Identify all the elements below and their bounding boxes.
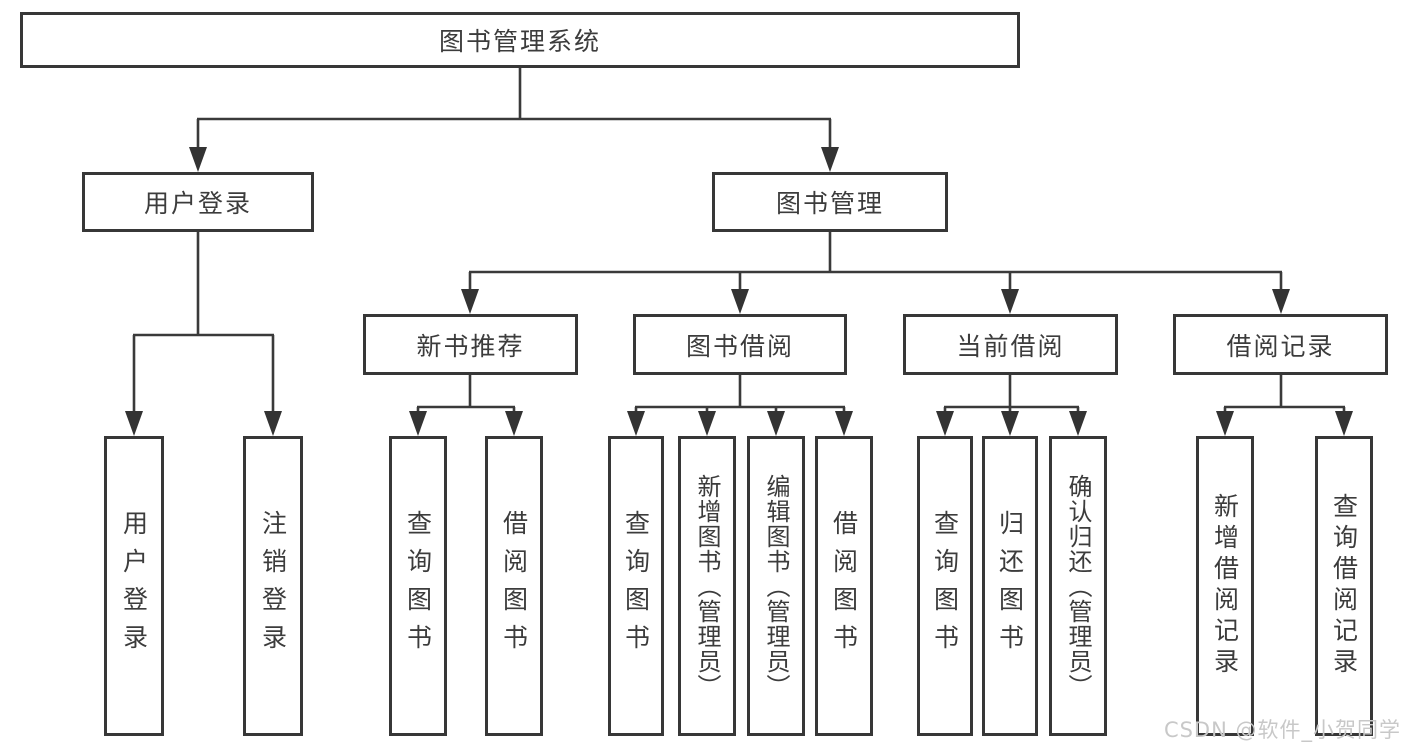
- leaf-edit-book-admin: 编辑图书（管理员）: [747, 436, 805, 736]
- leaf-borrow-books-recommend: 借阅图书: [485, 436, 543, 736]
- node-user-login: 用户登录: [82, 172, 314, 232]
- leaf-borrow-books: 借阅图书: [815, 436, 873, 736]
- leaf-label: 查询图书: [621, 510, 651, 662]
- leaf-label: 查询图书: [403, 510, 433, 662]
- leaf-label: 确认归还（管理员）: [1064, 473, 1092, 699]
- leaf-user-login: 用户登录: [104, 436, 164, 736]
- leaf-label: 用户登录: [119, 510, 149, 662]
- node-library-system: 图书管理系统: [20, 12, 1020, 68]
- leaf-add-borrow-record: 新增借阅记录: [1196, 436, 1254, 736]
- leaf-label: 新增图书（管理员）: [693, 473, 721, 699]
- leaf-query-borrow-record: 查询借阅记录: [1315, 436, 1373, 736]
- leaf-label: 查询图书: [930, 510, 960, 662]
- leaf-label: 归还图书: [995, 510, 1025, 662]
- leaf-return-books: 归还图书: [982, 436, 1038, 736]
- node-new-book-recommend: 新书推荐: [363, 314, 578, 375]
- leaf-label: 新增借阅记录: [1210, 493, 1240, 679]
- leaf-confirm-return-admin: 确认归还（管理员）: [1049, 436, 1107, 736]
- leaf-label: 查询借阅记录: [1329, 493, 1359, 679]
- leaf-label: 编辑图书（管理员）: [762, 473, 790, 699]
- leaf-query-books-borrow: 查询图书: [608, 436, 664, 736]
- node-book-management: 图书管理: [712, 172, 948, 232]
- leaf-label: 借阅图书: [829, 510, 859, 662]
- leaf-label: 借阅图书: [499, 510, 529, 662]
- leaf-query-books-current: 查询图书: [917, 436, 973, 736]
- node-book-borrow: 图书借阅: [633, 314, 847, 375]
- leaf-add-book-admin: 新增图书（管理员）: [678, 436, 736, 736]
- leaf-query-books-recommend: 查询图书: [389, 436, 447, 736]
- node-current-borrow: 当前借阅: [903, 314, 1118, 375]
- node-borrow-records: 借阅记录: [1173, 314, 1388, 375]
- leaf-label: 注销登录: [258, 510, 288, 662]
- leaf-logout: 注销登录: [243, 436, 303, 736]
